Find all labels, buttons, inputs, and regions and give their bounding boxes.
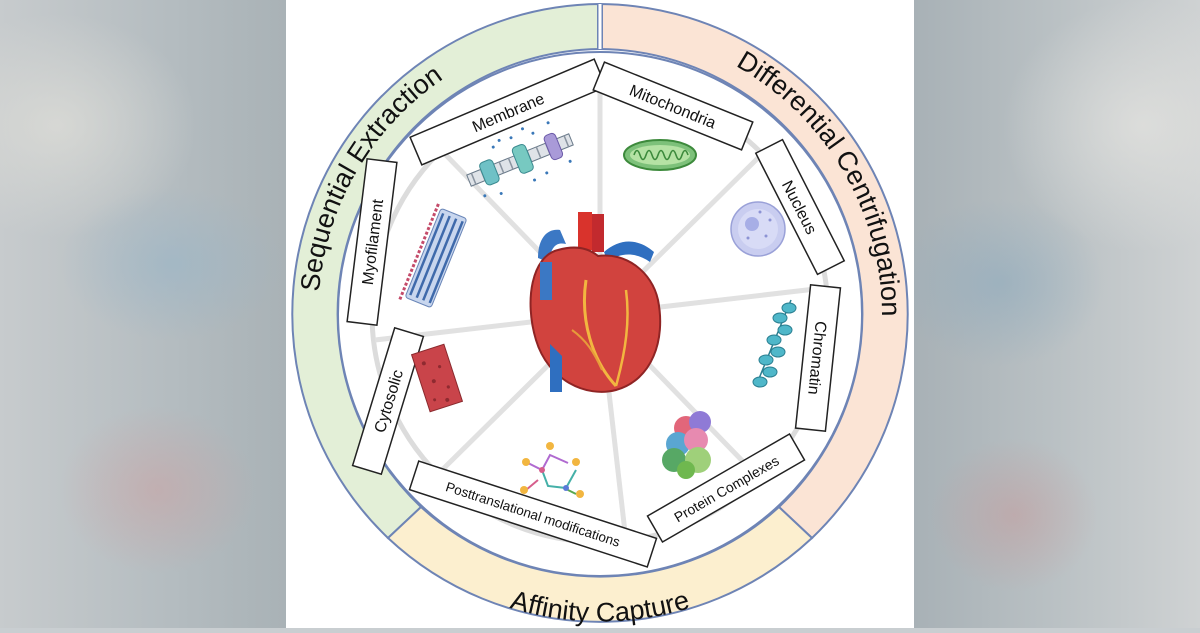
protein-complex-icon — [662, 411, 711, 479]
blurred-background-right — [914, 0, 1200, 628]
ptm-network-icon — [520, 442, 584, 498]
segment-chromatin: Chromatin — [794, 284, 842, 432]
segment-myofilament: Myofilament — [346, 157, 398, 327]
subcellular-proteomics-diagram: Sequential Extraction Differential Centr… — [291, 2, 909, 628]
method-bands — [291, 2, 909, 623]
cytosolic-icon — [410, 343, 464, 413]
diagram-panel: Sequential Extraction Differential Centr… — [286, 0, 914, 628]
membrane-channel-icon — [466, 121, 574, 198]
blurred-background-left — [0, 0, 286, 628]
myofilament-icon — [398, 202, 467, 308]
mitochondria-icon — [623, 139, 697, 171]
heart-icon — [529, 212, 662, 393]
chromatin-icon — [752, 299, 797, 388]
nucleus-icon — [730, 201, 786, 257]
